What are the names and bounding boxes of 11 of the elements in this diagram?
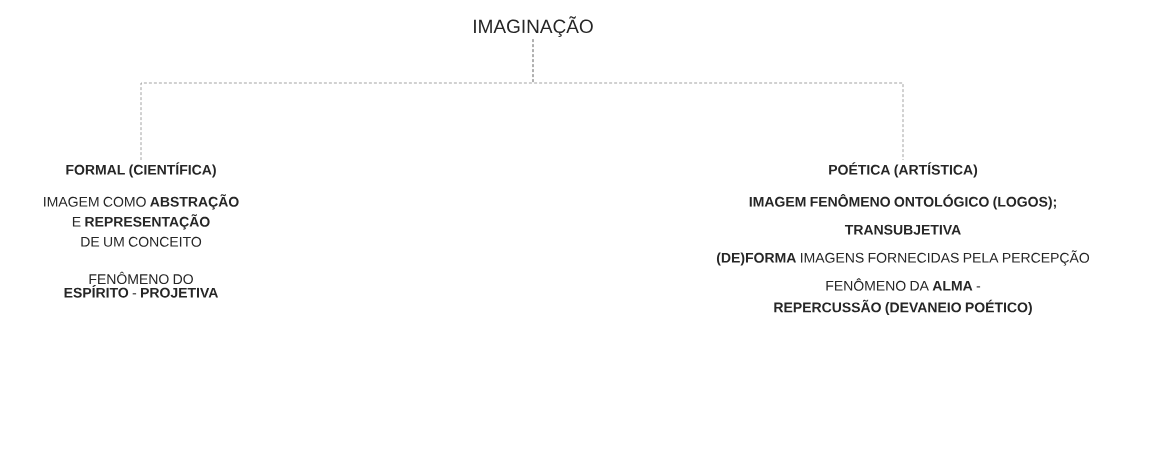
title-text: IMAGINAÇÃO <box>474 16 593 37</box>
description-text: (DE)FORMA IMAGENS FORNECIDAS PELA PERCEPÇÃO <box>716 250 1090 266</box>
description-text: FENÔMENO DA ALMA - <box>826 278 981 291</box>
description-text: FENÔMENO DO ESPÍRITO - PROJETIVA <box>64 271 218 298</box>
connector-line <box>532 38 904 161</box>
description-text: REPERCUSSÃO (DEVANEIO POÉTICO) <box>774 299 1032 316</box>
description-text: IMAGEM FENÔMENO ONTOLÓGICO (LOGOS); <box>749 194 1056 210</box>
category-heading: POÉTICA (ARTÍSTICA) <box>829 162 978 178</box>
description-text: IMAGEM COMO ABSTRAÇÃO E REPRESENTAÇÃO DE UM CONCEITO <box>44 194 239 247</box>
description-text: TRANSUBJETIVA <box>844 224 961 235</box>
category-heading: FORMAL (CIENTÍFICA) <box>66 162 216 178</box>
